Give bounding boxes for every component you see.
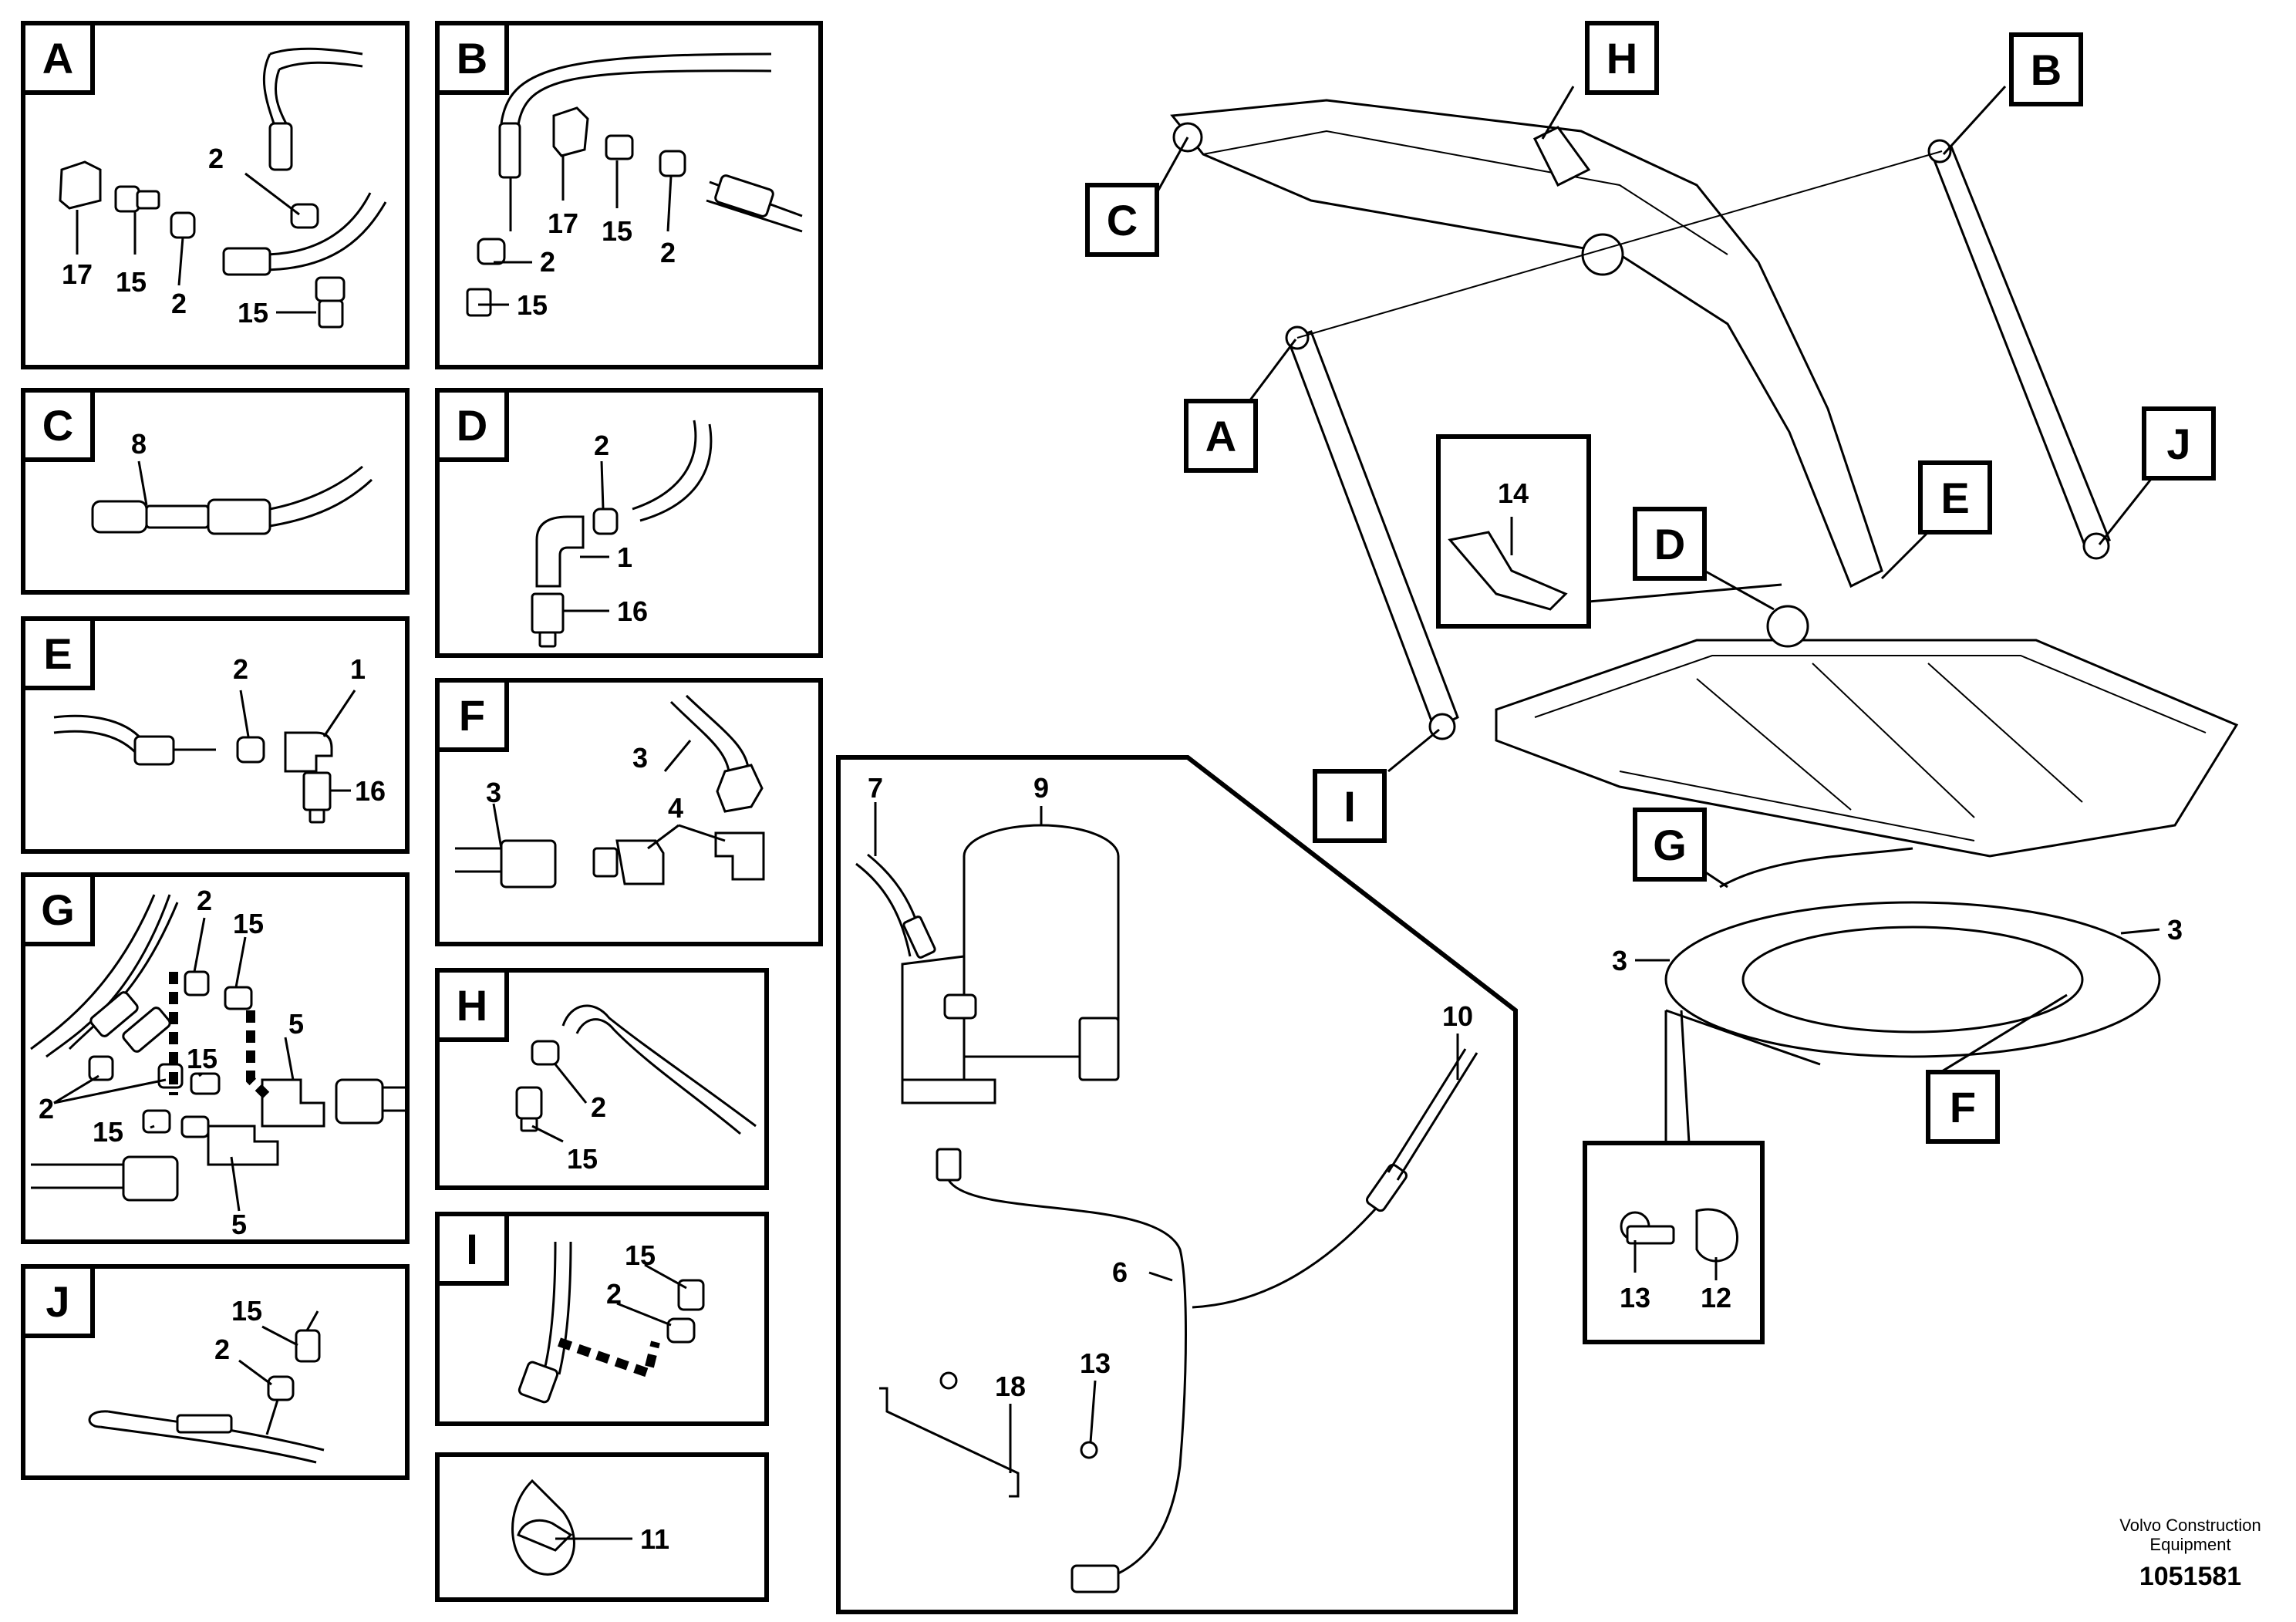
label-m-14: 14 bbox=[1498, 477, 1529, 509]
label-a-17: 17 bbox=[62, 258, 93, 290]
label-g-2a: 2 bbox=[197, 885, 212, 916]
label-i-2: 2 bbox=[606, 1278, 622, 1310]
panel-c-tag: C bbox=[42, 401, 73, 450]
label-b-15: 15 bbox=[602, 215, 632, 247]
panel-e: E 2 1 16 bbox=[21, 616, 410, 854]
label-g-15c: 15 bbox=[93, 1116, 123, 1148]
label-b-17: 17 bbox=[548, 207, 578, 239]
footer-company-line1: Volvo Construction bbox=[2119, 1516, 2261, 1535]
panel-h: H 2 15 bbox=[435, 968, 769, 1190]
label-m-12: 12 bbox=[1701, 1282, 1731, 1313]
machine-tag-j: J bbox=[2166, 420, 2190, 468]
footer-company-line2: Equipment bbox=[2149, 1535, 2230, 1554]
drawing-number: 1051581 bbox=[2139, 1562, 2241, 1591]
panel-h-tag: H bbox=[457, 981, 487, 1030]
label-b-15b: 15 bbox=[517, 289, 548, 321]
panel-i-tag: I bbox=[466, 1225, 478, 1273]
panel-i: I 15 2 bbox=[435, 1212, 769, 1426]
label-a-15: 15 bbox=[116, 266, 147, 298]
panel-g-tag: G bbox=[41, 885, 75, 934]
label-g-5a: 5 bbox=[288, 1008, 304, 1040]
label-i-15: 15 bbox=[625, 1239, 656, 1271]
panel-b-tag: B bbox=[457, 34, 487, 83]
label-c-18: 18 bbox=[995, 1371, 1026, 1402]
machine-overview: 14 13 12 3 3 H B C A J E bbox=[1085, 21, 2239, 1344]
panel-f-tag: F bbox=[459, 691, 485, 740]
label-h-2: 2 bbox=[591, 1091, 606, 1123]
panel-lubrication-unit: 7 9 10 6 18 13 bbox=[836, 755, 1518, 1614]
panel-b: B 17 15 2 2 15 bbox=[435, 21, 823, 369]
panel-e-tag: E bbox=[43, 629, 72, 678]
label-e-2: 2 bbox=[233, 653, 248, 685]
label-f-3a: 3 bbox=[486, 777, 501, 808]
panel-d: D 2 1 16 bbox=[435, 388, 823, 658]
panel-d-tag: D bbox=[457, 401, 487, 450]
panel-c: C 8 bbox=[21, 388, 410, 595]
machine-tag-f: F bbox=[1950, 1083, 1976, 1131]
panel-a-tag: A bbox=[42, 34, 73, 83]
machine-tag-d: D bbox=[1654, 520, 1685, 568]
panel-g: G 2 15 15 5 2 15 5 bbox=[21, 872, 410, 1244]
panel-j-tag: J bbox=[46, 1277, 69, 1326]
panel-a: A 2 17 15 2 15 bbox=[21, 21, 410, 369]
label-a-2: 2 bbox=[208, 143, 224, 174]
label-m-3b: 3 bbox=[2167, 914, 2183, 946]
panel-cable-tie: 11 bbox=[435, 1452, 769, 1602]
machine-tag-b: B bbox=[2031, 46, 2062, 94]
label-j-2: 2 bbox=[214, 1334, 230, 1365]
label-k-11: 11 bbox=[640, 1523, 669, 1555]
label-b-2: 2 bbox=[660, 237, 676, 268]
label-a-15b: 15 bbox=[238, 297, 268, 329]
label-g-2b: 2 bbox=[39, 1093, 54, 1125]
label-f-4: 4 bbox=[668, 792, 683, 824]
label-d-16: 16 bbox=[617, 595, 648, 627]
machine-tag-h: H bbox=[1607, 34, 1637, 83]
machine-tag-g: G bbox=[1653, 821, 1687, 869]
label-a-2b: 2 bbox=[171, 288, 187, 319]
label-g-15b: 15 bbox=[187, 1043, 217, 1074]
label-c-10: 10 bbox=[1442, 1000, 1473, 1032]
panel-j: J 15 2 bbox=[21, 1264, 410, 1480]
machine-tag-e: E bbox=[1940, 474, 1969, 522]
label-c-13: 13 bbox=[1080, 1347, 1111, 1379]
label-c-7: 7 bbox=[868, 772, 883, 804]
machine-tag-a: A bbox=[1205, 412, 1236, 460]
panel-f: F 3 3 4 bbox=[435, 678, 823, 946]
label-m-13: 13 bbox=[1620, 1282, 1650, 1313]
label-j-15: 15 bbox=[231, 1295, 262, 1327]
machine-tag-i: I bbox=[1344, 782, 1356, 831]
label-h-15: 15 bbox=[567, 1143, 598, 1175]
label-e-1: 1 bbox=[350, 653, 366, 685]
label-c-8: 8 bbox=[131, 428, 147, 460]
label-d-2: 2 bbox=[594, 430, 609, 461]
label-g-5b: 5 bbox=[231, 1209, 247, 1240]
label-c-6: 6 bbox=[1112, 1256, 1128, 1288]
label-d-1: 1 bbox=[617, 541, 632, 573]
label-e-16: 16 bbox=[355, 775, 386, 807]
footer: Volvo Construction Equipment 1051581 bbox=[2119, 1516, 2261, 1591]
label-g-15a: 15 bbox=[233, 908, 264, 939]
label-f-3b: 3 bbox=[632, 742, 648, 774]
machine-tag-c: C bbox=[1107, 196, 1138, 244]
label-c-9: 9 bbox=[1033, 772, 1049, 804]
label-b-2b: 2 bbox=[540, 246, 555, 278]
label-m-3a: 3 bbox=[1612, 945, 1627, 976]
